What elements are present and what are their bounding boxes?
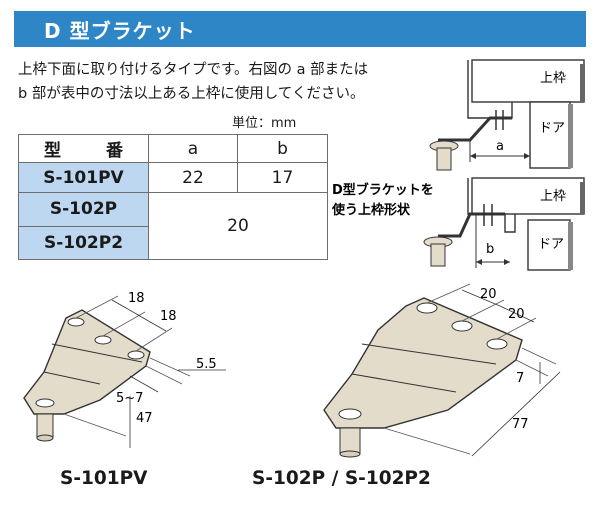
screw-hole bbox=[451, 320, 473, 332]
dim-line bbox=[129, 375, 159, 393]
dim-arrow bbox=[524, 153, 530, 159]
dim-line bbox=[461, 289, 501, 307]
dim-line bbox=[471, 371, 561, 457]
door-shadow bbox=[568, 104, 573, 168]
ext-line bbox=[515, 359, 549, 377]
pivot-hole bbox=[338, 408, 362, 420]
ext-line bbox=[383, 427, 471, 455]
model-cell: S-102P2 bbox=[18, 225, 149, 260]
pivot-shaft-end bbox=[36, 434, 54, 442]
frame-shape bbox=[471, 59, 585, 103]
dim-arrow bbox=[476, 259, 482, 265]
dim-a-label: a bbox=[496, 139, 504, 154]
dim-7: 7 bbox=[516, 371, 524, 386]
door-shape bbox=[527, 219, 571, 271]
dim-18a: 18 bbox=[128, 291, 145, 306]
caption-s102p: S-102P / S-102P2 bbox=[252, 468, 431, 489]
screw-hole bbox=[416, 302, 438, 314]
bend-line bbox=[361, 343, 497, 365]
dim-arrow bbox=[504, 259, 510, 265]
bend-line bbox=[43, 371, 101, 385]
install-diagram-top: 上枠 ドア a bbox=[429, 59, 585, 171]
frame-shape bbox=[471, 177, 585, 215]
install-caption-2: 使う上枠形状 bbox=[331, 202, 411, 218]
header-b: b bbox=[237, 134, 328, 163]
dim-line bbox=[499, 305, 535, 323]
table-row: S-101PV 22 17 bbox=[18, 162, 328, 193]
frame-shadow bbox=[580, 64, 585, 102]
dim-47: 47 bbox=[136, 411, 153, 426]
bracket-s101pv-drawing: 18 18 5.5 5~7 47 bbox=[23, 291, 226, 448]
install-diagram-bottom: 上枠 ドア b bbox=[423, 177, 585, 271]
caption-s101pv: S-101PV bbox=[60, 468, 148, 489]
dim-18b: 18 bbox=[160, 309, 177, 324]
pivot-shaft-end bbox=[339, 450, 361, 458]
header-a: a bbox=[148, 134, 238, 163]
dim-b-label: b bbox=[486, 242, 494, 257]
bracket-outline bbox=[438, 212, 505, 238]
section-title: D 型ブラケット bbox=[44, 18, 196, 43]
ext-line bbox=[63, 413, 127, 437]
table-row: S-102P2 bbox=[18, 225, 328, 260]
model-cell: S-102P bbox=[18, 192, 149, 227]
value-b-cell: 17 bbox=[237, 162, 328, 193]
bend-line bbox=[51, 343, 143, 363]
ext-line bbox=[145, 365, 183, 385]
table-row: S-102P 20 bbox=[18, 192, 328, 260]
screw-hole bbox=[486, 338, 508, 350]
bracket-outline bbox=[438, 116, 512, 142]
door-label: ドア bbox=[539, 121, 565, 136]
description-line-2: b 部が表中の寸法以上ある上枠に使用してください。 bbox=[18, 86, 365, 102]
dim-line bbox=[111, 299, 141, 317]
ext-line bbox=[102, 311, 146, 337]
ext-line bbox=[426, 283, 471, 304]
screw-hole bbox=[127, 350, 145, 360]
pivot-shaft bbox=[436, 147, 452, 171]
install-caption-1: D型ブラケットを bbox=[332, 182, 434, 198]
dim-77: 77 bbox=[512, 417, 529, 432]
description-line-1: 上枠下面に取り付けるタイプです。右図の a 部または bbox=[18, 62, 369, 78]
unit-label: 単位：mm bbox=[232, 116, 297, 131]
frame-flange bbox=[467, 178, 516, 233]
dim-line bbox=[137, 314, 167, 332]
header-model: 型 番 bbox=[18, 134, 149, 163]
screw-hole bbox=[94, 335, 112, 345]
spec-table: 型 番 a b S-101PV 22 17 S-102P 20 S-102P2 bbox=[18, 134, 328, 260]
screw-hole bbox=[67, 317, 85, 327]
section-header: D 型ブラケット bbox=[14, 11, 586, 47]
dim-arrow bbox=[470, 153, 476, 159]
pivot-shaft bbox=[339, 427, 361, 455]
ext-line bbox=[521, 347, 557, 365]
value-ab-cell: 20 bbox=[148, 192, 328, 260]
frame-label: 上枠 bbox=[540, 71, 566, 86]
ext-line bbox=[496, 317, 537, 340]
ext-line bbox=[75, 295, 119, 319]
model-cell: S-101PV bbox=[18, 162, 149, 193]
door-shape bbox=[529, 101, 571, 169]
ext-line bbox=[461, 299, 505, 322]
bend-line bbox=[351, 373, 457, 393]
ext-line bbox=[149, 357, 191, 377]
ext-line bbox=[135, 327, 173, 352]
door-label: ドア bbox=[538, 237, 564, 252]
frame-label: 上枠 bbox=[540, 189, 566, 204]
bracket-plate bbox=[23, 309, 151, 415]
frame-shadow bbox=[580, 182, 585, 214]
dim-5.5: 5.5 bbox=[196, 357, 217, 372]
table-header-row: 型 番 a b bbox=[18, 134, 328, 163]
dim-20a: 20 bbox=[480, 287, 497, 302]
door-shadow bbox=[568, 222, 573, 270]
pivot-hole bbox=[35, 398, 55, 408]
pivot-shaft bbox=[430, 243, 446, 267]
dim-20b: 20 bbox=[508, 307, 525, 322]
pivot-shaft bbox=[36, 413, 54, 439]
bracket-s102p-drawing: 20 20 7 77 bbox=[323, 283, 561, 458]
